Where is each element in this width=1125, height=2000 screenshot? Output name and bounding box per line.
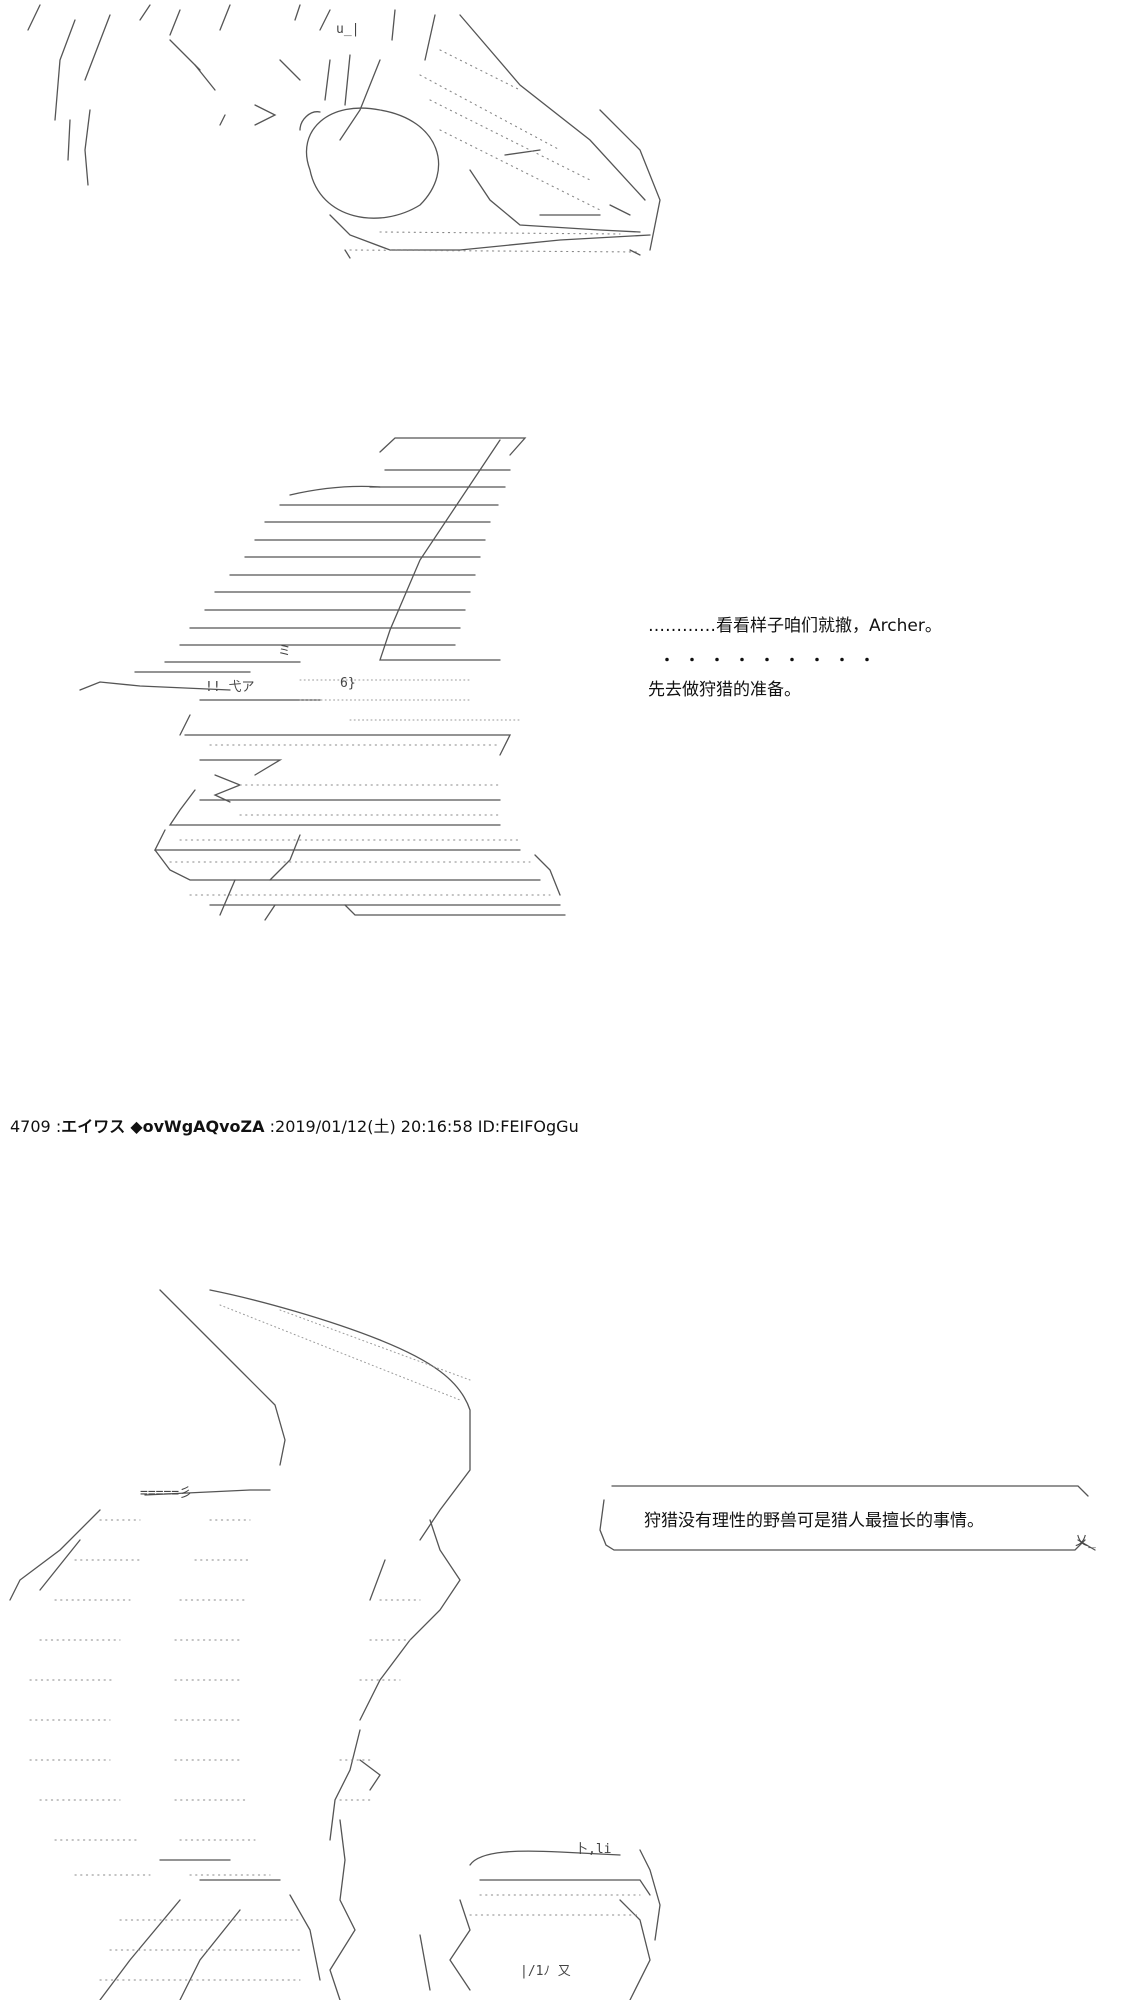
speech-bubble: 狩猎没有理性的野兽可是猎人最擅长的事情。 bbox=[600, 1482, 1090, 1552]
post-number: 4709 bbox=[10, 1117, 51, 1136]
art-fragment: !! 弋ア bbox=[205, 680, 255, 695]
middle-figure-art bbox=[79, 437, 566, 921]
post-id: ID:FEIFOgGu bbox=[477, 1117, 579, 1136]
post-datetime: 2019/01/12(土) 20:16:58 bbox=[275, 1117, 473, 1136]
dialogue-line-2: 先去做狩猎的准备。 bbox=[648, 680, 801, 700]
emphasis-dots: ・・・・・・・・・ bbox=[660, 653, 885, 669]
art-fragment: u_| bbox=[336, 22, 360, 37]
dialogue-line-1: …………看看样子咱们就撤，Archer。 bbox=[648, 616, 942, 636]
post-header: 4709 :エイワス ◆ovWgAQvoZA :2019/01/12(土) 20… bbox=[10, 1113, 579, 1137]
speech-bubble-text: 狩猎没有理性的野兽可是猎人最擅长的事情。 bbox=[644, 1511, 984, 1531]
art-fragment: ミ bbox=[278, 644, 292, 659]
poster-name: エイワス bbox=[61, 1117, 126, 1136]
art-fragment: |/1ﾉ 又 bbox=[520, 1964, 571, 1979]
post-separator: : bbox=[55, 1117, 62, 1136]
post-separator: : bbox=[269, 1117, 276, 1136]
art-fragment: 6} bbox=[340, 676, 356, 691]
top-figure-art bbox=[27, 4, 661, 259]
art-fragment: 卜,li bbox=[575, 1842, 612, 1857]
bottom-figure-art bbox=[9, 1289, 661, 2000]
poster-trip: ◆ovWgAQvoZA bbox=[130, 1117, 265, 1136]
art-fragment: =====彡 bbox=[140, 1486, 193, 1501]
speech-bubble-outline bbox=[599, 1485, 1096, 1551]
art-fragment: 乂_ bbox=[1075, 1534, 1096, 1549]
